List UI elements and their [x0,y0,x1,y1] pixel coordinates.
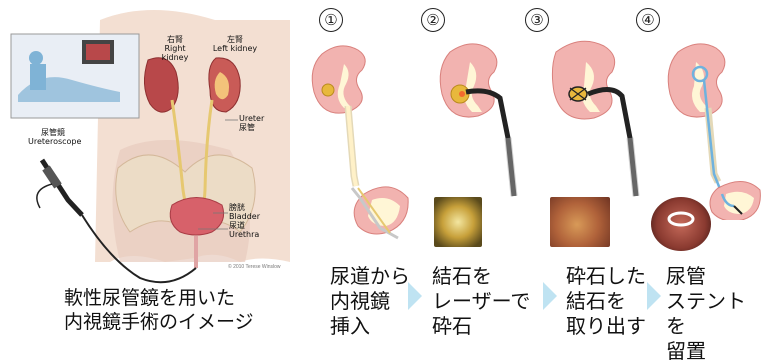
step-3-caption: 砕石した 結石を 取り出す [566,264,646,339]
step-3-number: ③ [525,8,549,32]
basket-extraction-photo [550,197,610,247]
arrow-right-icon [645,280,663,312]
urethra-jp-label: 尿道 [229,221,259,230]
right-kidney-jp-label: 右腎 [150,35,200,44]
ureteroscope-en-label: Ureteroscope [28,137,78,146]
ureter-jp-label: 尿管 [239,123,264,132]
left-kidney-en-label: Left kidney [210,44,260,53]
right-kidney-label: 右腎 Right kidney [150,35,200,62]
right-kidney-en-label: Right kidney [150,44,200,62]
step-4-diagram [660,28,763,220]
step-3-diagram [550,28,660,198]
urethra-label: 尿道 Urethra [229,221,259,239]
left-kidney-jp-label: 左腎 [210,35,260,44]
step-2-diagram [430,28,540,198]
ureter-label: Ureter 尿管 [239,114,264,132]
anatomy-illustration: © 2010 Terese Winslow 右腎 Right kidney 左腎… [0,0,300,338]
ureteroscope-label: 尿管鏡 Ureteroscope [28,128,78,146]
arrow-right-icon [541,280,559,312]
urethra-en-label: Urethra [229,230,259,239]
step-2-caption: 結石を レーザーで 砕石 [432,264,530,339]
bladder-jp-label: 膀胱 [229,203,260,212]
stone-icon [322,84,334,96]
ureter-en-label: Ureter [239,114,264,123]
step-1-caption: 尿道から 内視鏡 挿入 [330,264,410,339]
copyright-text: © 2010 Terese Winslow [228,263,281,270]
bladder-label: 膀胱 Bladder [229,203,260,221]
step-1-diagram [300,28,410,253]
stent-coil-icon [651,197,711,251]
ureteroscope-jp-label: 尿管鏡 [28,128,78,137]
laser-lithotripsy-photo [434,197,482,247]
stent-endoscope-photo [651,197,711,251]
anatomy-caption: 軟性尿管鏡を用いた 内視鏡手術のイメージ [64,286,254,334]
arrow-right-icon [406,280,424,312]
left-kidney-label: 左腎 Left kidney [210,35,260,53]
step-4-caption: 尿管 ステントを 留置 [666,264,763,364]
bladder-en-label: Bladder [229,212,260,221]
step-4-number: ④ [636,8,660,32]
